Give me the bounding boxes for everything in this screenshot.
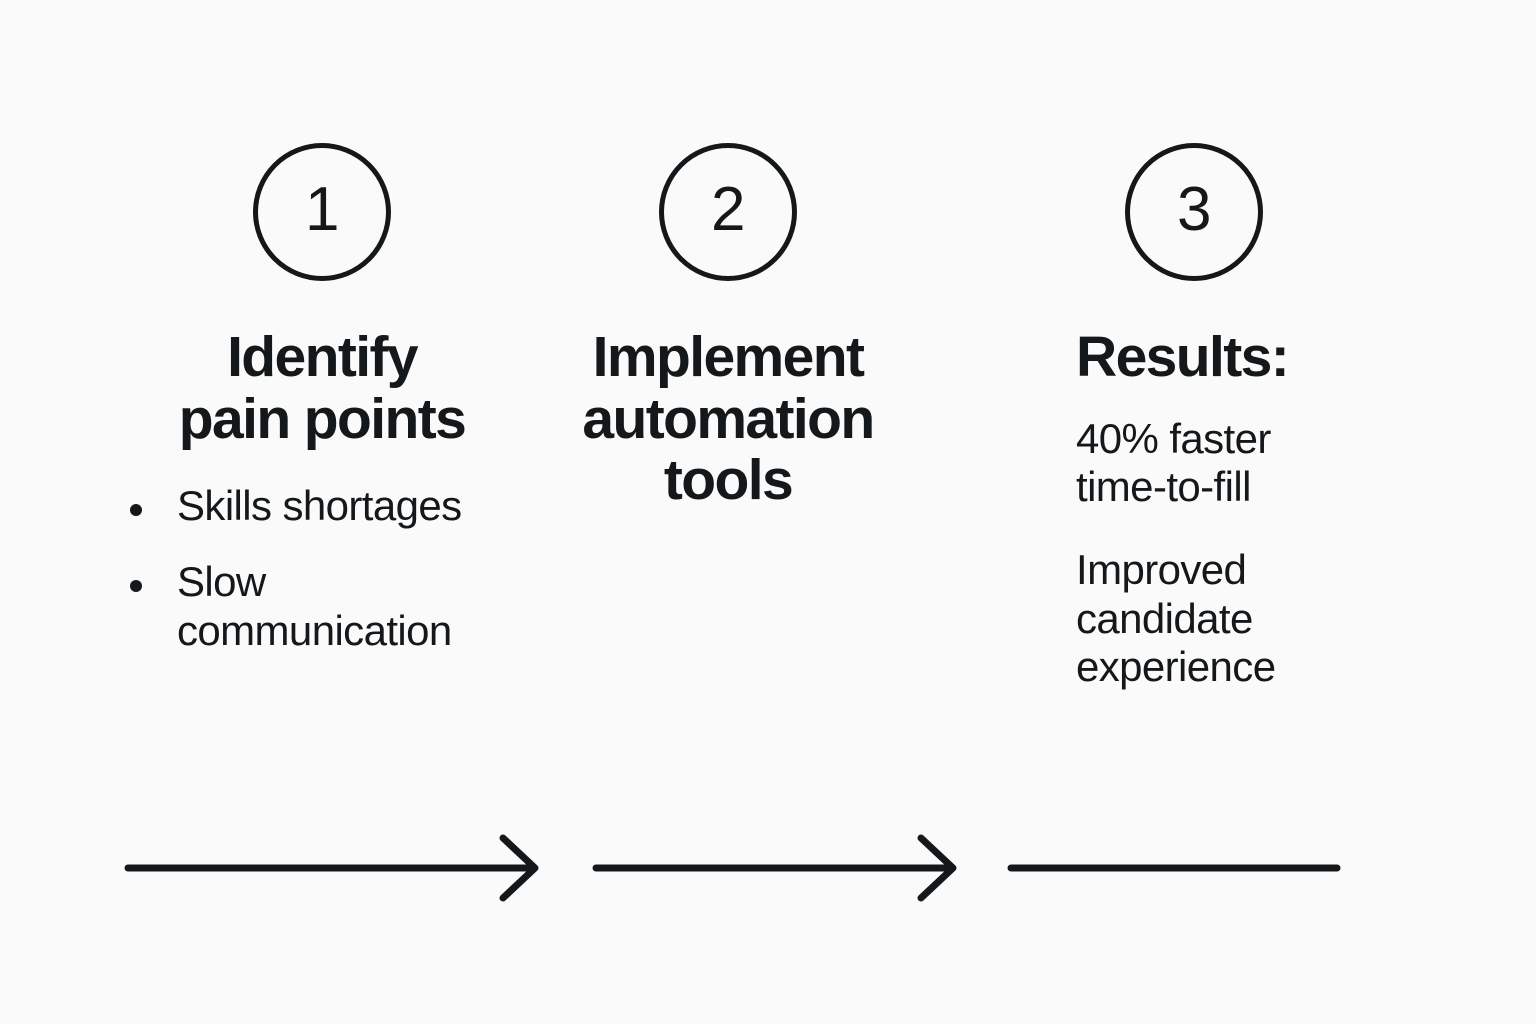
list-item: Slow communication	[96, 558, 548, 655]
step-1-bullet-list: Skills shortages Slow communication	[96, 482, 548, 655]
step-number-circle-1: 1	[253, 143, 391, 281]
result-item: Improved candidate experience	[1076, 545, 1276, 691]
process-step-1: 1 Identify pain points Skills shortages …	[96, 143, 548, 682]
step-number-3: 3	[1177, 175, 1211, 244]
result-item: 40% faster time-to-fill	[1076, 414, 1271, 511]
step-3-title: Results:	[1076, 325, 1290, 389]
step-number-circle-3: 3	[1125, 143, 1263, 281]
arrow-head-icon-1	[499, 834, 539, 902]
step-number-circle-2: 2	[659, 143, 797, 281]
step-1-number-badge-wrap: 1	[96, 143, 548, 283]
list-item: Skills shortages	[96, 482, 548, 531]
step-2-title: Implement automation tools	[582, 325, 875, 513]
step-3-number-badge-wrap: 3	[1064, 143, 1404, 283]
step-number-1: 1	[305, 175, 339, 244]
step-1-title: Identify pain points	[178, 325, 467, 451]
step-3-results-list: 40% faster time-to-fill Improved candida…	[1076, 415, 1404, 693]
process-step-2: 2 Implement automation tools	[552, 143, 904, 512]
arrow-head-icon-2	[917, 834, 957, 902]
process-step-3: 3 Results: 40% faster time-to-fill Impro…	[1064, 143, 1404, 692]
step-2-number-badge-wrap: 2	[552, 143, 904, 283]
step-number-2: 2	[711, 175, 745, 244]
